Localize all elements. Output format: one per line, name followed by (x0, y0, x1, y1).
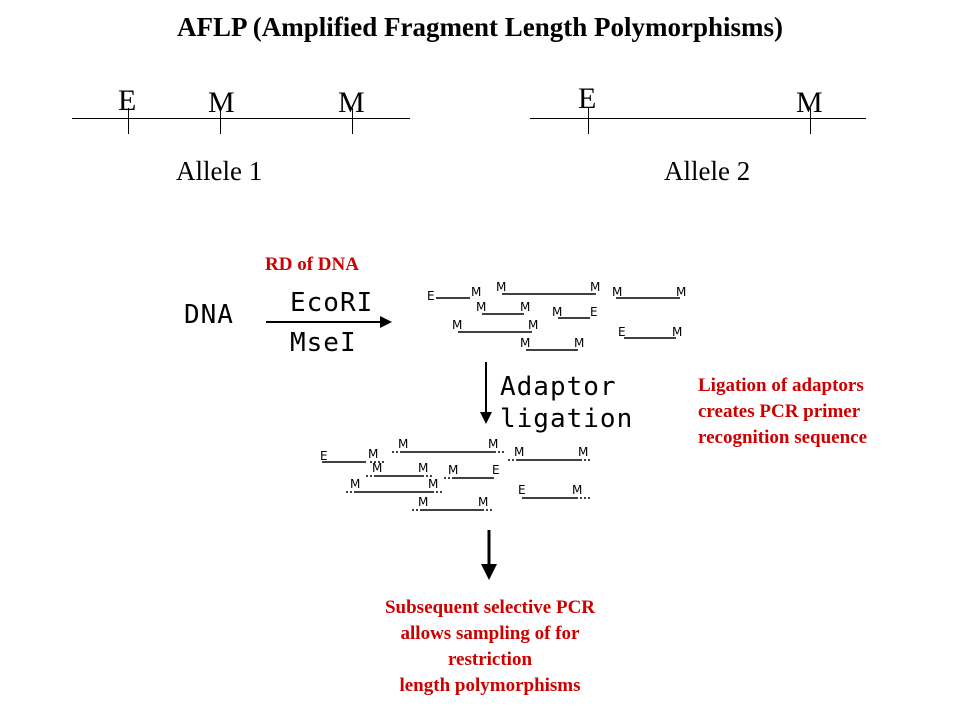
pcr-annotation-line: Subsequent selective PCR (384, 597, 596, 618)
svg-text:M: M (471, 285, 481, 299)
svg-text:M: M (488, 437, 498, 451)
page-title: AFLP (Amplified Fragment Length Polymorp… (177, 12, 783, 42)
svg-text:M: M (612, 285, 622, 299)
ligation-annotation-line: recognition sequence (698, 427, 868, 448)
svg-text:M: M (398, 437, 408, 451)
ligation-arrow (480, 362, 492, 424)
svg-text:E: E (590, 305, 598, 319)
svg-text:M: M (476, 300, 486, 314)
ligation-step-label: ligation (500, 404, 634, 434)
svg-text:E: E (518, 483, 526, 497)
allele-1-label: Allele 1 (176, 156, 263, 186)
svg-text:M: M (520, 300, 530, 314)
allele-2-label: Allele 2 (664, 156, 751, 186)
svg-text:M: M (496, 280, 506, 294)
svg-text:M: M (418, 461, 428, 475)
pcr-arrow (481, 530, 497, 580)
ligation-annotation-line: Ligation of adaptors (698, 375, 864, 396)
svg-text:M: M (520, 336, 530, 350)
svg-text:M: M (590, 280, 600, 294)
svg-text:M: M (514, 445, 524, 459)
svg-text:M: M (572, 483, 582, 497)
allele-1-site-e: E (118, 84, 137, 117)
svg-text:M: M (368, 447, 378, 461)
allele-1-site-tick (220, 108, 221, 134)
svg-text:E: E (492, 463, 500, 477)
svg-text:E: E (427, 289, 435, 303)
svg-text:M: M (448, 463, 458, 477)
restriction-fragments (436, 293, 680, 351)
digest-arrow (266, 316, 392, 328)
svg-text:M: M (574, 336, 584, 350)
allele-2-site-tick (810, 108, 811, 134)
svg-text:M: M (350, 477, 360, 491)
allele-1-line (72, 118, 410, 119)
svg-text:M: M (452, 318, 462, 332)
allele-1-site-m: M (338, 86, 365, 119)
pcr-annotation: Subsequent selective PCR allows sampling… (330, 595, 650, 699)
enzyme-ecori-label: EcoRI (290, 288, 374, 318)
dna-label: DNA (184, 300, 234, 330)
svg-text:M: M (478, 495, 488, 509)
allele-2-site-m: M (796, 86, 823, 119)
svg-text:M: M (372, 461, 382, 475)
svg-text:M: M (428, 477, 438, 491)
svg-text:E: E (618, 325, 626, 339)
allele-2-site-tick (588, 108, 589, 134)
svg-text:M: M (528, 318, 538, 332)
pcr-annotation-line: length polymorphisms (399, 675, 581, 696)
ligation-annotation: Ligation of adaptors creates PCR primer … (698, 373, 867, 451)
digest-annotation: RD of DNA (265, 254, 359, 275)
allele-1-site-m: M (208, 86, 235, 119)
svg-text:M: M (418, 495, 428, 509)
adaptor-step-label: Adaptor (500, 372, 617, 402)
svg-text:M: M (578, 445, 588, 459)
ligated-fragments (322, 451, 580, 511)
pcr-annotation-line: restriction (447, 649, 533, 670)
enzyme-msei-label: MseI (290, 328, 357, 358)
allele-1-site-tick (128, 108, 129, 134)
svg-text:E: E (320, 449, 328, 463)
allele-2-site-e: E (578, 82, 597, 115)
svg-text:M: M (552, 305, 562, 319)
adaptor-ends (346, 451, 592, 511)
allele-2-line (530, 118, 866, 119)
ligation-annotation-line: creates PCR primer (698, 401, 861, 422)
svg-text:M: M (676, 285, 686, 299)
pcr-annotation-line: allows sampling of for (400, 623, 580, 644)
svg-text:M: M (672, 325, 682, 339)
allele-1-site-tick (352, 108, 353, 134)
